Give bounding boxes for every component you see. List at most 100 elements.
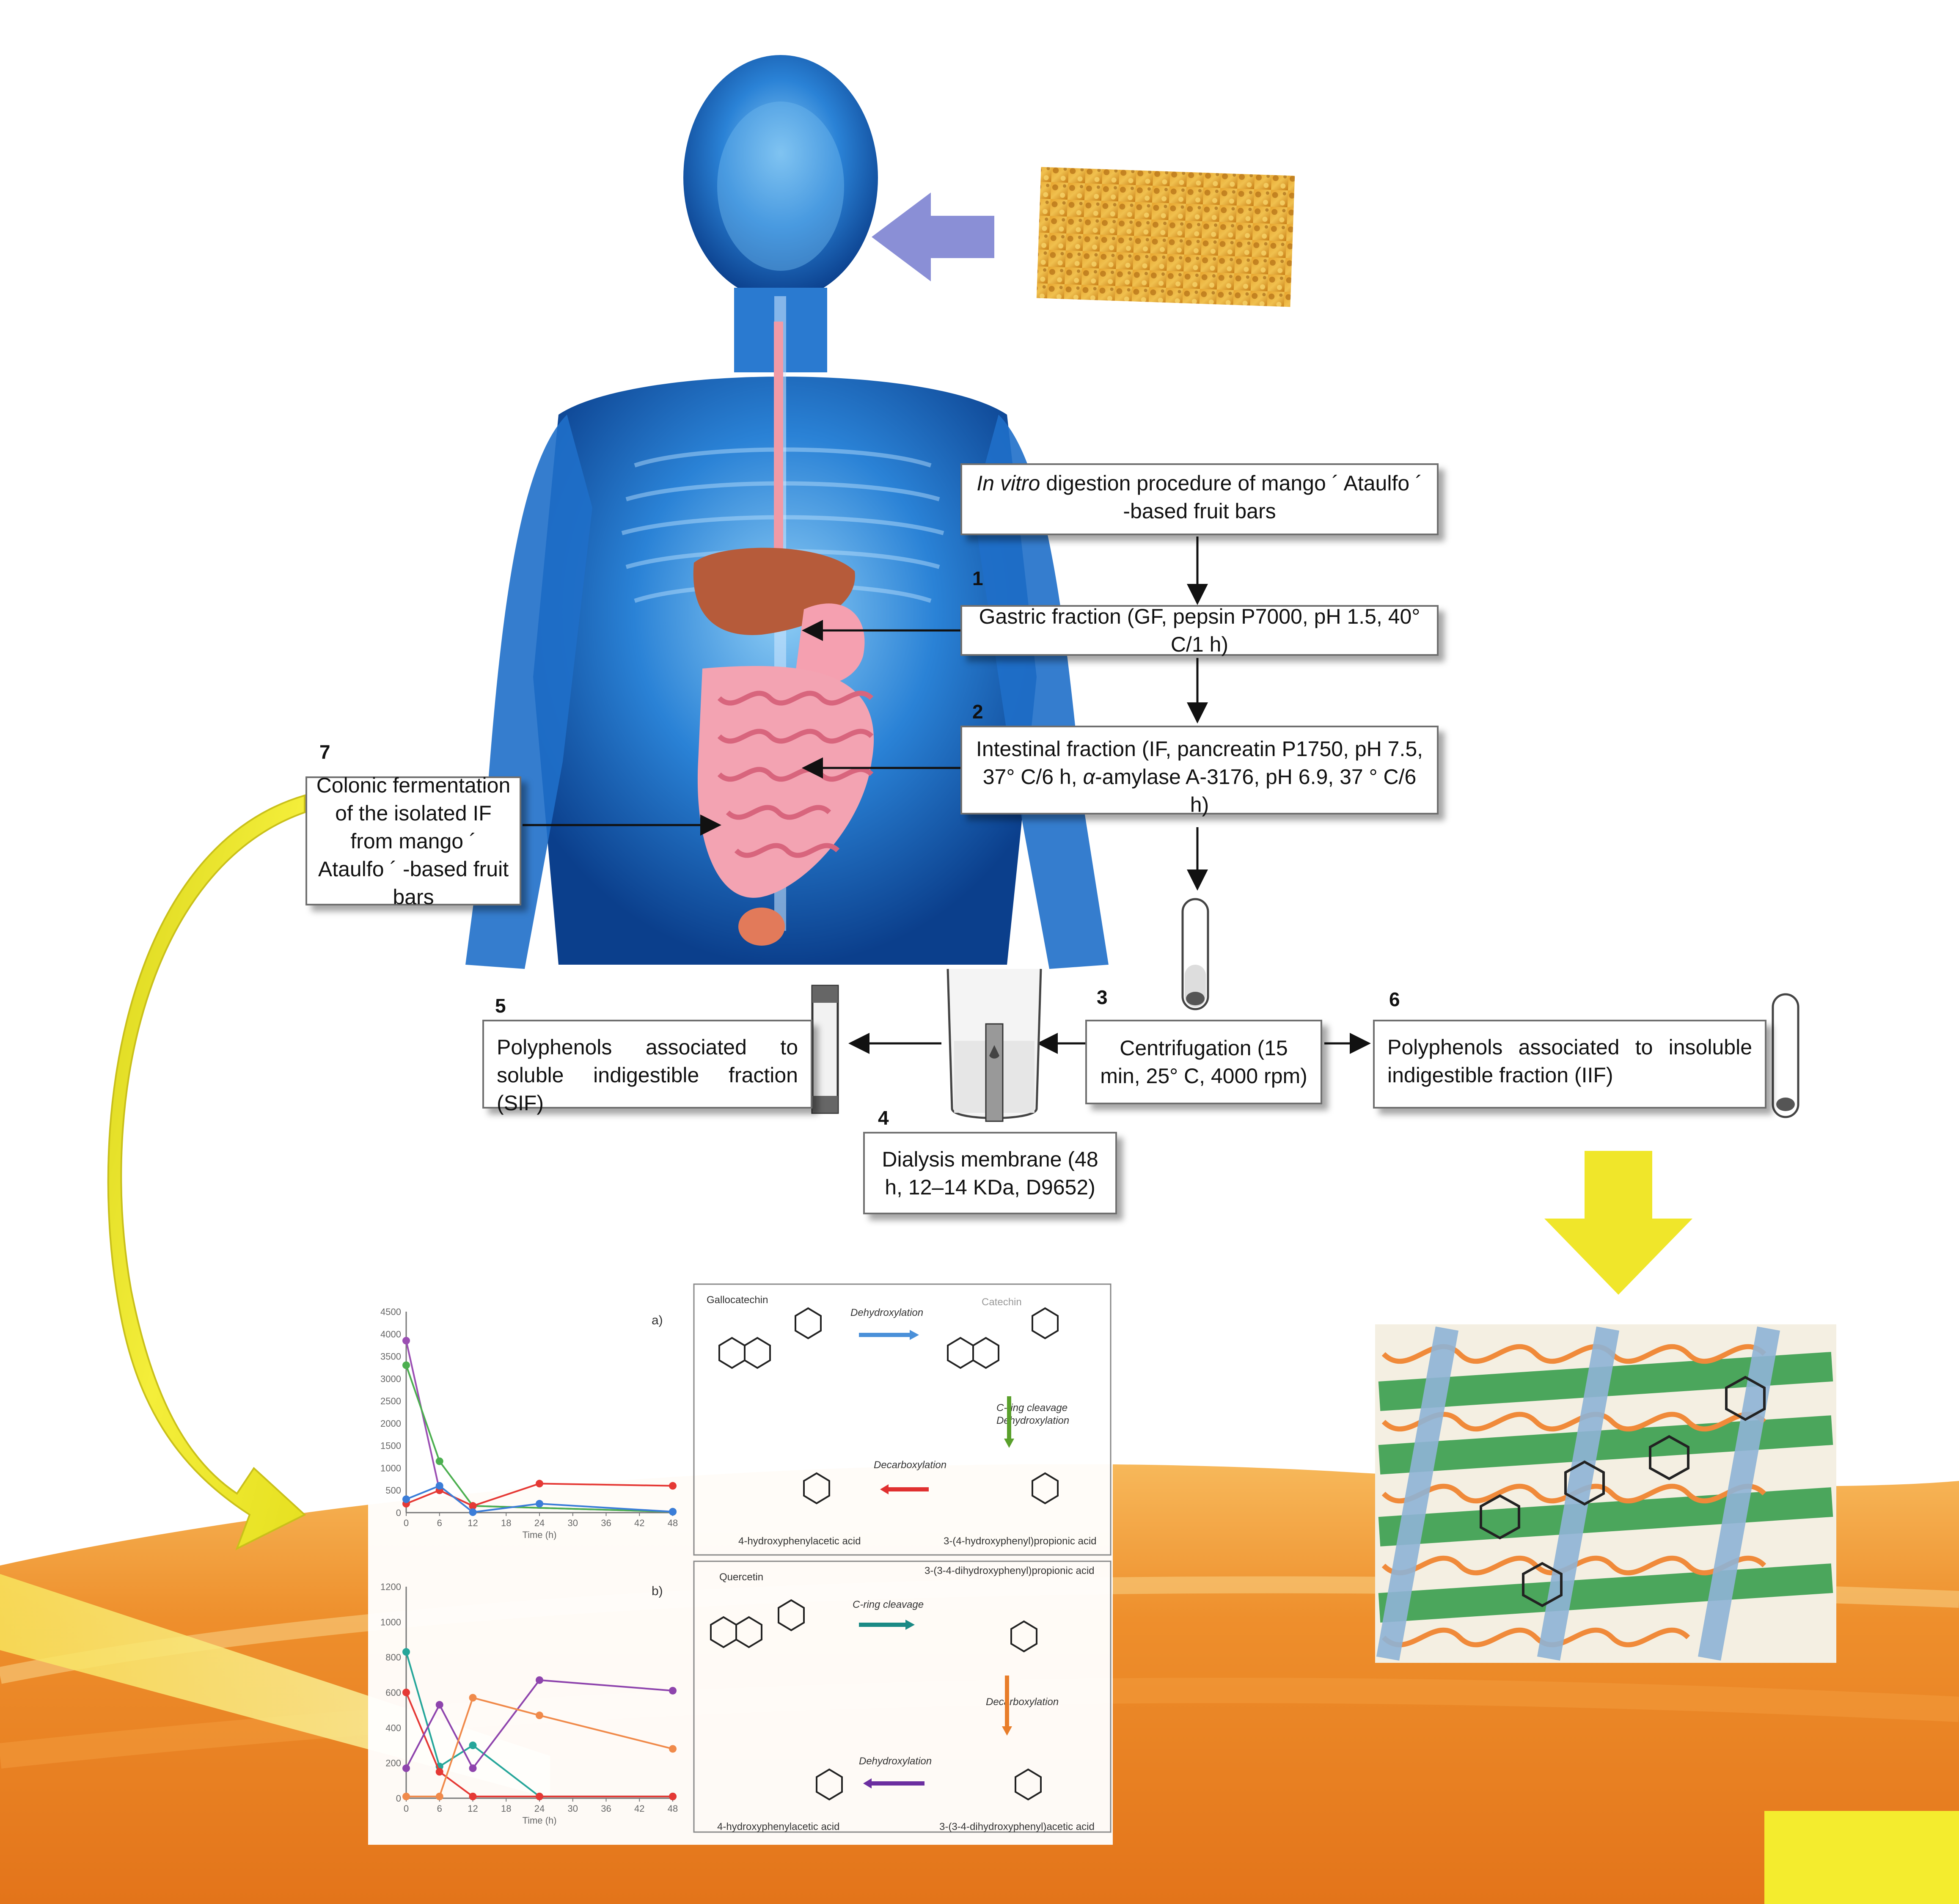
pathway-a-arrows: [859, 1330, 1014, 1494]
data-point: [435, 1792, 443, 1800]
y-tick-label: 1500: [380, 1441, 401, 1451]
x-tick-label: 48: [668, 1518, 678, 1528]
x-tick-label: 42: [634, 1518, 644, 1528]
x-tick-label: 18: [501, 1518, 511, 1528]
y-tick-label: 3000: [380, 1373, 401, 1384]
step-2-label-a: Intestinal fraction (IF, pancreatin P175…: [976, 737, 1423, 789]
step-3-label: Centrifugation (15 min, 25° C, 4000 rpm): [1100, 1036, 1307, 1088]
pathway-a-structures: [718, 1307, 1059, 1505]
x-tick-label: 0: [404, 1803, 409, 1814]
flow-title-italic: In vitro: [977, 471, 1040, 495]
pathway-a-start: Gallocatechin: [707, 1294, 768, 1306]
x-axis-label: Time (h): [522, 1815, 556, 1826]
data-point: [402, 1648, 410, 1656]
x-tick-label: 6: [437, 1518, 442, 1528]
y-tick-label: 0: [396, 1508, 401, 1518]
x-tick-label: 24: [534, 1803, 545, 1814]
x-tick-label: 18: [501, 1803, 511, 1814]
step-5-number: 5: [495, 995, 506, 1017]
step-6-number: 6: [1389, 988, 1400, 1010]
y-tick-label: 600: [385, 1687, 401, 1698]
x-tick-label: 48: [668, 1803, 678, 1814]
y-tick-label: 400: [385, 1722, 401, 1733]
data-point: [536, 1480, 543, 1488]
step-1-gastric-box: Gastric fraction (GF, pepsin P7000, pH 1…: [960, 605, 1439, 656]
step-5-label: Polyphenols associated to soluble indige…: [497, 1035, 798, 1115]
data-point: [435, 1768, 443, 1776]
step-3-number: 3: [1097, 986, 1108, 1008]
y-tick-label: 3500: [380, 1351, 401, 1362]
fruit-bar-image: [1036, 167, 1295, 307]
y-tick-label: 1000: [380, 1463, 401, 1473]
step-7-label: Colonic fermentation of the isolated IF …: [316, 773, 511, 909]
step-1-label: Gastric fraction (GF, pepsin P7000, pH 1…: [979, 605, 1420, 656]
pathway-b-mid2: 3-(3-4-dihydroxyphenyl)acetic acid: [939, 1821, 1095, 1832]
step-7-colonic-box: Colonic fermentation of the isolated IF …: [305, 773, 521, 909]
x-tick-label: 30: [568, 1518, 578, 1528]
y-tick-label: 4000: [380, 1329, 401, 1340]
step-4-number: 4: [878, 1107, 889, 1129]
data-point: [536, 1500, 543, 1508]
y-tick-label: 2500: [380, 1396, 401, 1406]
pathway-b-step2: Decarboxylation: [986, 1696, 1059, 1708]
down-arrow: [1544, 1151, 1692, 1295]
pathway-b-mid: 3-(3-4-dihydroxyphenyl)propionic acid: [924, 1565, 1095, 1577]
data-point: [669, 1687, 677, 1695]
data-point: [469, 1508, 477, 1516]
x-tick-label: 36: [601, 1803, 611, 1814]
x-tick-label: 12: [468, 1803, 478, 1814]
data-point: [435, 1482, 443, 1490]
pathway-a-mid2: 3-(4-hydroxyphenyl)propionic acid: [944, 1535, 1097, 1547]
flow-title-rest: digestion procedure of mango ´ Ataulfo ´…: [1040, 471, 1422, 523]
pathway-b-structures: [710, 1599, 1042, 1801]
step-7-number: 7: [319, 741, 330, 763]
data-point: [669, 1508, 677, 1516]
y-tick-label: 2000: [380, 1418, 401, 1429]
pathway-a-step3: Decarboxylation: [874, 1459, 946, 1471]
pathway-b-start: Quercetin: [719, 1571, 763, 1583]
step-6-label: Polyphenols associated to insoluble indi…: [1387, 1035, 1752, 1087]
test-tube-icon: [1181, 898, 1209, 1010]
pathway-b-end: 4-hydroxyphenylacetic acid: [717, 1821, 840, 1832]
beaker-icon: [946, 969, 1042, 1122]
data-point: [402, 1792, 410, 1800]
test-tube-icon-iif: [1772, 993, 1799, 1118]
y-tick-label: 0: [396, 1793, 401, 1804]
data-point: [402, 1361, 410, 1369]
data-point: [536, 1792, 543, 1800]
x-tick-label: 24: [534, 1518, 545, 1528]
data-point: [469, 1764, 477, 1772]
y-tick-label: 500: [385, 1485, 401, 1496]
step-2-number: 2: [972, 701, 983, 723]
data-point: [402, 1337, 410, 1345]
x-tick-label: 36: [601, 1518, 611, 1528]
data-point: [469, 1502, 477, 1510]
data-point: [402, 1495, 410, 1503]
curved-arrow: [107, 794, 306, 1551]
data-point: [536, 1676, 543, 1684]
x-tick-label: 12: [468, 1518, 478, 1528]
step-3-centrifugation-box: Centrifugation (15 min, 25° C, 4000 rpm): [1085, 1020, 1322, 1104]
x-tick-label: 0: [404, 1518, 409, 1528]
x-tick-label: 42: [634, 1803, 644, 1814]
pathway-a-step1: Dehydroxylation: [850, 1307, 923, 1318]
pathway-a-mid: Catechin: [982, 1296, 1022, 1308]
data-point: [469, 1792, 477, 1800]
x-axis-label: Time (h): [522, 1530, 556, 1540]
step-4-label: Dialysis membrane (48 h, 12–14 KDa, D965…: [882, 1147, 1098, 1199]
pathway-b-step3: Dehydroxylation: [859, 1755, 932, 1767]
data-point: [669, 1745, 677, 1753]
data-point: [469, 1742, 477, 1749]
data-point: [435, 1457, 443, 1465]
pathway-b-step1: C-ring cleavage: [853, 1599, 924, 1610]
data-point: [669, 1792, 677, 1800]
flow-title-box: In vitro digestion procedure of mango ´ …: [960, 463, 1439, 535]
y-tick-label: 800: [385, 1652, 401, 1663]
y-tick-label: 1200: [380, 1582, 401, 1592]
step-4-dialysis-box: Dialysis membrane (48 h, 12–14 KDa, D965…: [863, 1132, 1117, 1214]
